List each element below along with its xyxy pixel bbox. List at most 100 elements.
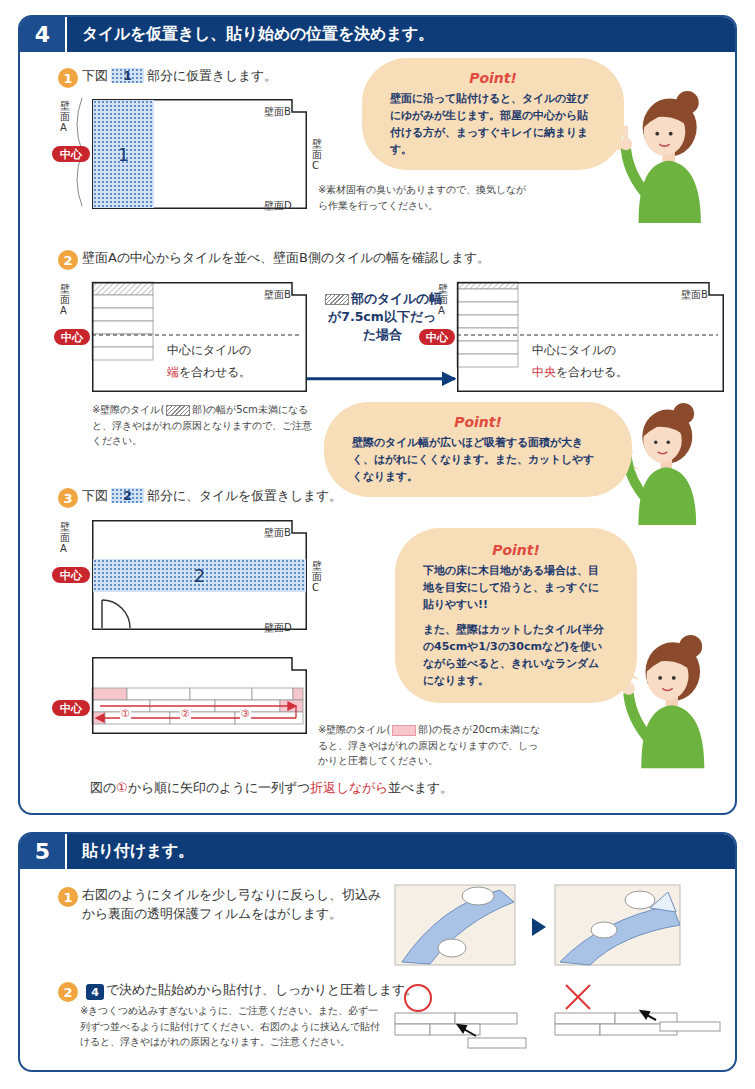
plan-outline xyxy=(93,100,307,209)
tile xyxy=(92,282,153,295)
node-text: 中心にタイルの xyxy=(532,343,616,357)
photo-peel xyxy=(462,887,494,905)
photo-peel xyxy=(560,905,680,965)
label-text: 図の xyxy=(90,780,116,795)
node-text: 中心 xyxy=(61,330,83,345)
good-bad-example xyxy=(566,985,590,1009)
floor-plan: 壁面B 壁面D 2 xyxy=(92,520,307,630)
photo-peel xyxy=(438,939,466,957)
text-group: 中央を合わせる。 xyxy=(532,361,628,381)
text-group: 中心にタイルの xyxy=(167,339,251,359)
good-bad-example xyxy=(430,1024,480,1035)
tile xyxy=(190,688,252,700)
label-row: で決めた貼始めから貼付け、しっかりと圧着します。 xyxy=(106,981,418,1000)
order-arrow xyxy=(288,702,296,710)
photo-peel xyxy=(532,918,546,936)
node-text: 2 xyxy=(194,565,205,586)
label-row: 壁面A xyxy=(60,521,70,554)
step-ref-box: 4 xyxy=(86,984,104,1000)
tile xyxy=(457,302,518,315)
text-group: 中心にタイルの xyxy=(532,339,616,359)
text-group: 貼り付けます。 xyxy=(82,841,194,861)
swatch-symbol xyxy=(166,405,190,416)
wall-bracket xyxy=(77,98,82,151)
label-row: ※素材固有の臭いがありますので、換気しながら作業を行ってください。 xyxy=(318,182,528,213)
step-number: 1 xyxy=(58,887,78,907)
good-bad-example xyxy=(555,1024,600,1035)
point-bubble: Point! 壁際のタイル幅が広いほど吸着する面積が大きく、はがれにくくなります。… xyxy=(324,402,632,497)
label-row: ※壁際のタイル(部)の幅が5cm未満になると、浮きやはがれの原因となりますので、… xyxy=(92,402,312,449)
label-row: 下図1部分に仮置きします。 xyxy=(82,67,277,86)
center-tag: 中心 xyxy=(52,567,90,583)
tile xyxy=(457,341,518,354)
text-group: 壁面D xyxy=(264,194,292,213)
good-bad-example xyxy=(458,1011,656,1036)
tile xyxy=(457,354,518,367)
good-bad-example xyxy=(641,1011,649,1018)
node-text: 2 xyxy=(63,253,72,268)
node-text: Point! xyxy=(492,542,540,558)
good-bad-example xyxy=(468,1038,526,1048)
photo-peel xyxy=(395,885,680,965)
label-text: 壁面A xyxy=(60,521,70,554)
label-text: 折返しながら xyxy=(310,780,388,795)
tile xyxy=(92,321,153,334)
label-text: 右図のようにタイルを少し弓なりに反らし、切込みから裏面の透明保護フィルムをはがし… xyxy=(82,887,381,921)
tile-order-plan: ①②③ xyxy=(92,657,307,734)
tile xyxy=(92,334,153,347)
center-tag: 中心 xyxy=(52,700,90,716)
edge-label: 部のタイルの幅が7.5cm以下だった場合 xyxy=(322,290,442,344)
label-row: 壁面A xyxy=(60,100,70,133)
photo-peel xyxy=(591,922,617,938)
good-bad-example xyxy=(395,985,720,1048)
label-row: ※壁際のタイル(部)の長さが20cm未満になると、浮きやはがれの原因となりますの… xyxy=(318,722,543,769)
node-text: 貼り付けます。 xyxy=(82,841,194,860)
node-text: 壁際のタイル幅が広いほど吸着する面積が大きく、はがれにくくなります。また、カット… xyxy=(352,434,604,485)
good-bad-example xyxy=(660,1022,720,1031)
text-group: ③ xyxy=(240,702,251,721)
node-text: 中心にタイルの xyxy=(167,343,251,357)
order-arrow xyxy=(102,717,296,718)
photo-peel xyxy=(625,891,655,909)
center-line xyxy=(92,335,718,336)
node-text: 1 xyxy=(63,890,72,905)
floor-plan: 壁面B中心にタイルの中央を合わせる。 xyxy=(457,282,724,392)
node-text: 4 xyxy=(91,986,99,999)
floor-plan: 壁面B中心にタイルの端を合わせる。 xyxy=(92,282,307,392)
center-tag: 中心 xyxy=(419,329,455,345)
label-text: ※壁際のタイル( xyxy=(92,404,164,415)
woman-figure xyxy=(621,403,696,525)
label-text: で決めた貼始めから貼付け、しっかりと圧着します。 xyxy=(106,982,418,997)
label-row: 下図2部分に、タイルを仮置きします。 xyxy=(82,487,342,506)
node-text: 中央 xyxy=(532,365,556,379)
label-text: 壁面Aの中心からタイルを並べ、壁面B側のタイルの幅を確認します。 xyxy=(82,250,490,265)
node-text: 中心 xyxy=(60,701,82,716)
point-bubble: Point!壁面に沿って貼付けると、タイルの並びにゆがみが生じます。部屋の中心か… xyxy=(362,58,624,170)
node-text: 中心 xyxy=(426,330,448,345)
tile xyxy=(457,289,518,302)
node-text: Point! xyxy=(454,414,502,430)
good-bad-example xyxy=(395,1024,430,1035)
order-arrow xyxy=(96,714,104,722)
label-text: 下図 xyxy=(82,68,108,83)
door-symbol xyxy=(102,600,130,628)
section-panel: 4タイルを仮置きし、貼り始めの位置を決めます。1Point!壁面に沿って貼付ける… xyxy=(18,15,737,815)
step-number: 2 xyxy=(58,250,78,270)
node-text: 壁面D xyxy=(264,622,292,633)
photo-peel xyxy=(395,885,515,965)
woman-figure xyxy=(620,91,701,223)
node-text: 5 xyxy=(20,834,67,869)
text-group: 5 xyxy=(20,834,67,869)
label-text: ① xyxy=(116,780,128,795)
node-text: 壁面B xyxy=(264,527,291,538)
order-arrow xyxy=(96,702,296,722)
text-group: ① xyxy=(120,702,131,721)
node-text: 壁面に沿って貼付けると、タイルの並びにゆがみが生じます。部屋の中心から貼付ける方… xyxy=(390,90,596,158)
label-text: 壁面C xyxy=(312,560,322,593)
node-text: を合わせる。 xyxy=(179,365,251,379)
center-tag: 中心 xyxy=(54,329,90,345)
text-group: 壁面B xyxy=(264,283,291,302)
label-text: 壁面A xyxy=(60,283,70,316)
node-text: 4 xyxy=(20,17,67,52)
tile xyxy=(92,295,153,308)
